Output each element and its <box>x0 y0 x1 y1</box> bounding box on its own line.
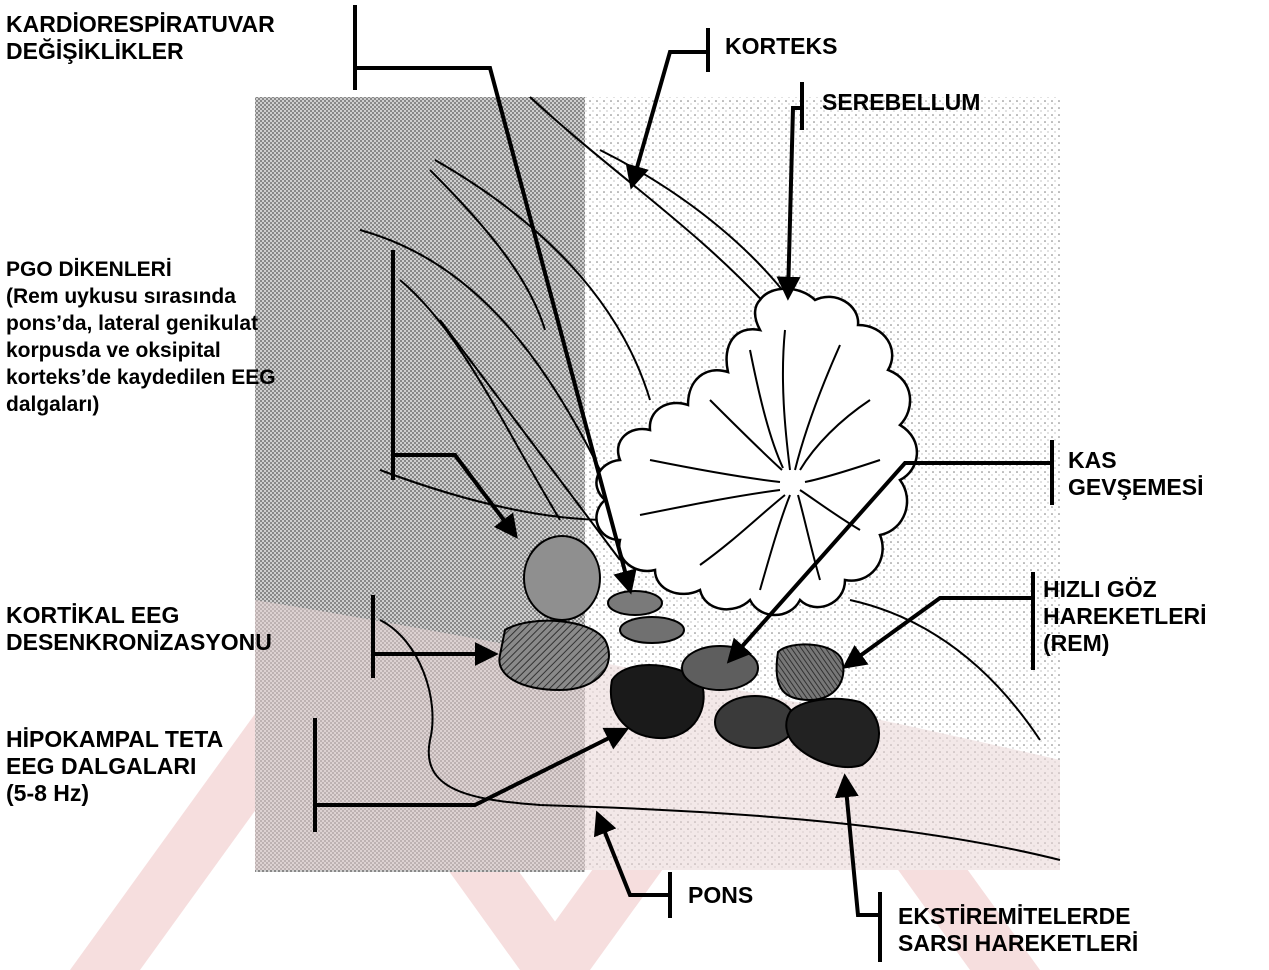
label-line: SARSI HAREKETLERİ <box>898 930 1138 957</box>
label-pgo-dikenleri: PGO DİKENLERİ (Rem uykusu sırasında pons… <box>6 256 276 418</box>
label-line: DESENKRONİZASYONU <box>6 629 272 656</box>
label-line: KAS <box>1068 447 1203 474</box>
label-line: pons’da, lateral genikulat <box>6 310 276 337</box>
label-line: DEĞİŞİKLİKLER <box>6 38 275 65</box>
label-line: PONS <box>688 882 753 909</box>
label-line: HAREKETLERİ <box>1043 603 1207 630</box>
label-line: dalgaları) <box>6 391 276 418</box>
label-line: HİPOKAMPAL TETA <box>6 726 223 753</box>
label-line: KARDİORESPİRATUVAR <box>6 11 275 38</box>
label-hipokampal-teta: HİPOKAMPAL TETA EEG DALGALARI (5-8 Hz) <box>6 726 223 807</box>
label-korteks: KORTEKS <box>725 33 837 60</box>
label-hizli-goz: HIZLI GÖZ HAREKETLERİ (REM) <box>1043 576 1207 657</box>
label-line: korpusda ve oksipital <box>6 337 276 364</box>
label-line: (5-8 Hz) <box>6 780 223 807</box>
label-kardiorespiratuvar: KARDİORESPİRATUVAR DEĞİŞİKLİKLER <box>6 11 275 65</box>
label-serebellum: SEREBELLUM <box>822 89 980 116</box>
label-pons: PONS <box>688 882 753 909</box>
label-line: (REM) <box>1043 630 1207 657</box>
label-line: GEVŞEMESİ <box>1068 474 1203 501</box>
label-kas-gevsemesi: KAS GEVŞEMESİ <box>1068 447 1203 501</box>
label-line: SEREBELLUM <box>822 89 980 116</box>
label-line: EEG DALGALARI <box>6 753 223 780</box>
label-line: KORTİKAL EEG <box>6 602 272 629</box>
label-ekstiremitelerde: EKSTİREMİTELERDE SARSI HAREKETLERİ <box>898 903 1138 957</box>
label-line: EKSTİREMİTELERDE <box>898 903 1138 930</box>
label-line: PGO DİKENLERİ <box>6 256 276 283</box>
label-line: (Rem uykusu sırasında <box>6 283 276 310</box>
label-kortikal-eeg: KORTİKAL EEG DESENKRONİZASYONU <box>6 602 272 656</box>
label-line: korteks’de kaydedilen EEG <box>6 364 276 391</box>
label-line: HIZLI GÖZ <box>1043 576 1207 603</box>
label-line: KORTEKS <box>725 33 837 60</box>
